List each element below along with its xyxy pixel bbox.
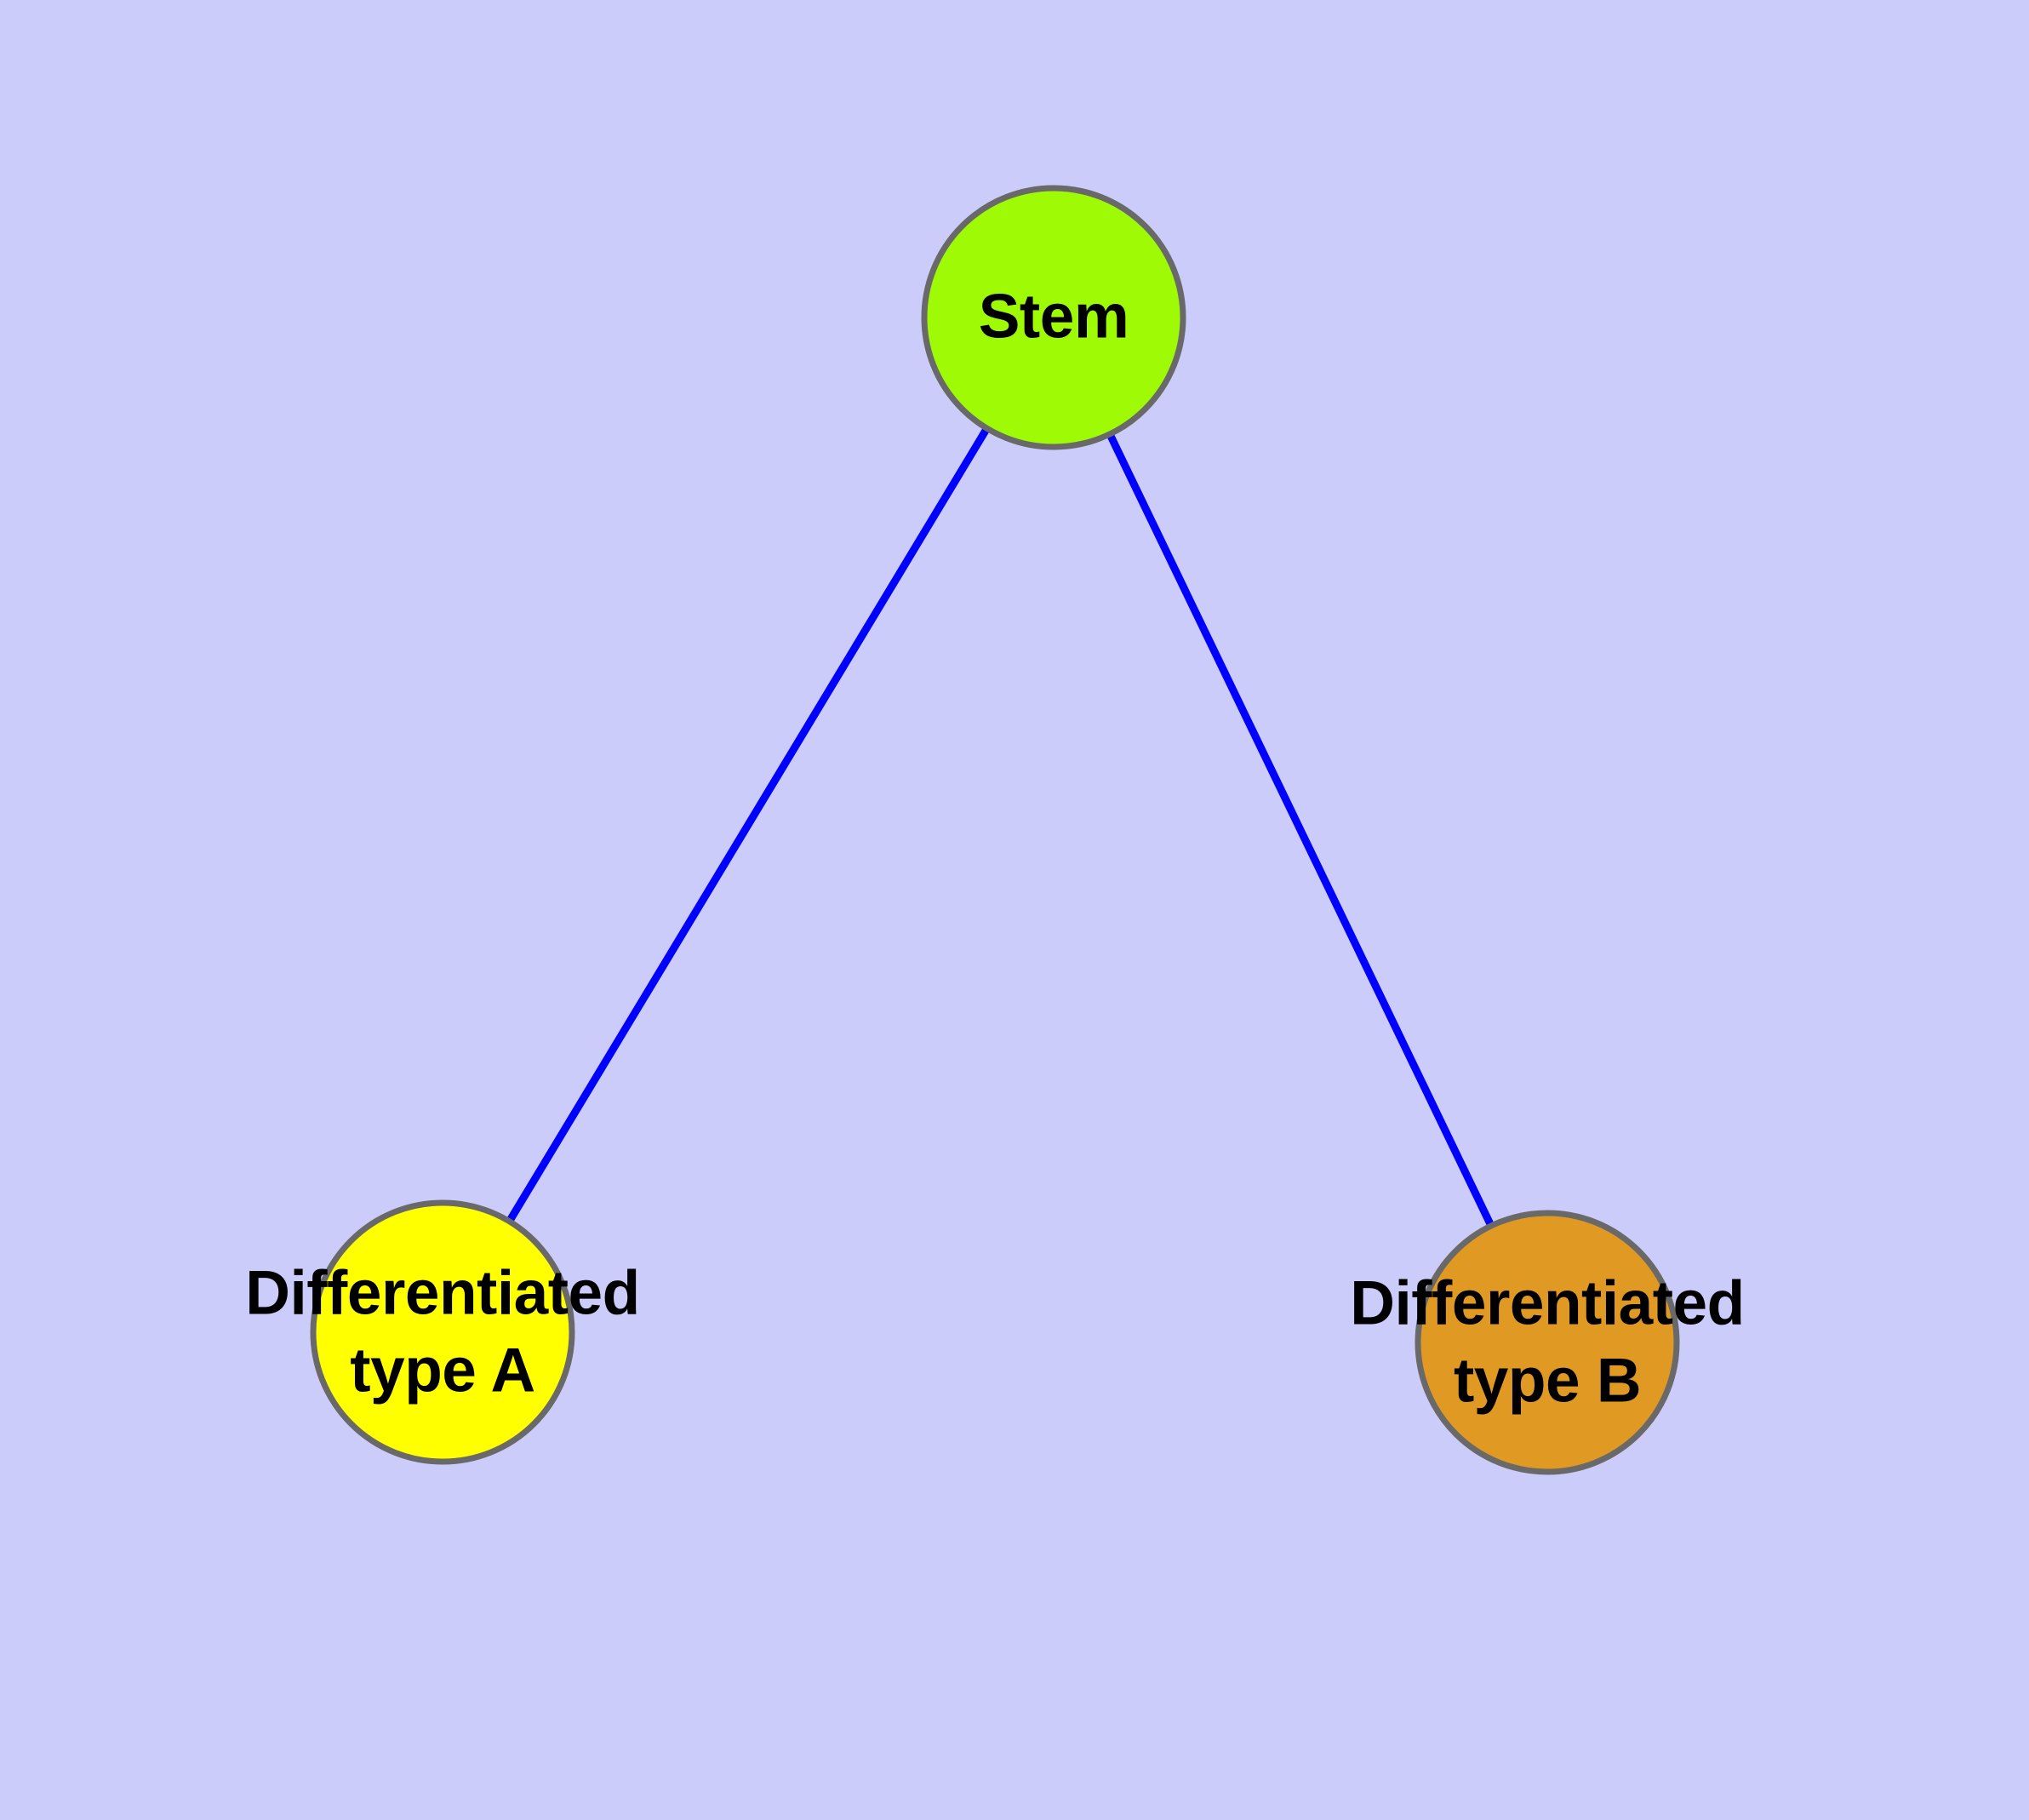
graph-edge[interactable] — [439, 315, 1057, 1335]
node-layer — [310, 185, 1680, 1475]
graph-node-diff-b[interactable] — [1415, 1210, 1680, 1475]
graph-node-diff-a[interactable] — [310, 1199, 575, 1465]
edge-layer — [439, 315, 1552, 1344]
graph-node-stem[interactable] — [921, 185, 1186, 450]
graph-edge[interactable] — [1049, 316, 1552, 1344]
